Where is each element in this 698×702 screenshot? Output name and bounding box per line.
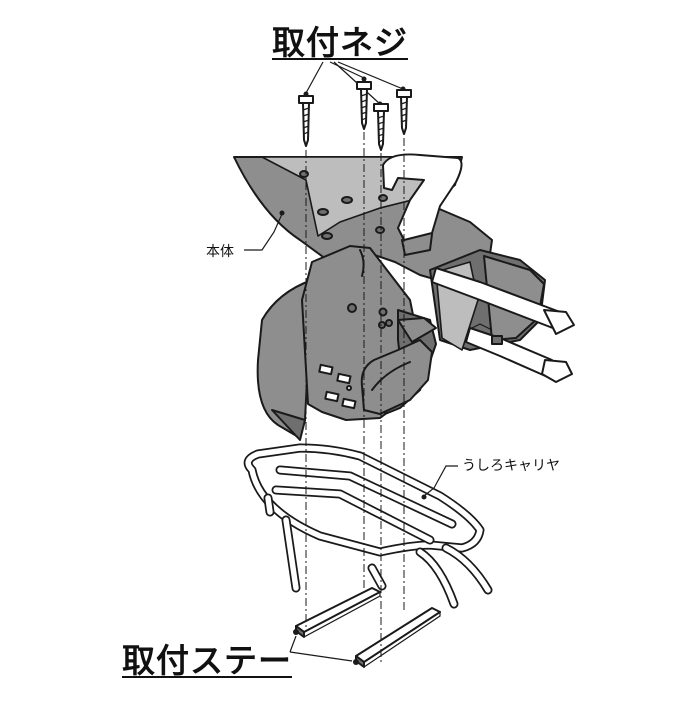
stays-leader-1 — [289, 635, 297, 653]
body-leader — [244, 213, 283, 251]
label-mounting-screws: 取付ネジ — [272, 23, 408, 62]
label-rear-carrier: うしろキャリヤ — [462, 458, 560, 474]
label-mounting-stays: 取付ステー — [122, 641, 292, 680]
label-seat-body: 本体 — [206, 244, 234, 260]
screw-2 — [356, 81, 372, 130]
stays-leader-2 — [289, 651, 353, 662]
screw-1 — [298, 95, 314, 147]
alignment-lines — [305, 132, 405, 662]
seat-body — [233, 153, 575, 441]
screws-leaders — [303, 61, 406, 107]
stay-right — [353, 607, 441, 668]
screw-3 — [373, 103, 389, 151]
stay-left — [293, 587, 381, 638]
screw-4 — [396, 89, 412, 135]
carrier-leader — [423, 465, 458, 497]
carrier-rack — [243, 443, 493, 609]
panel-slots — [318, 363, 357, 410]
